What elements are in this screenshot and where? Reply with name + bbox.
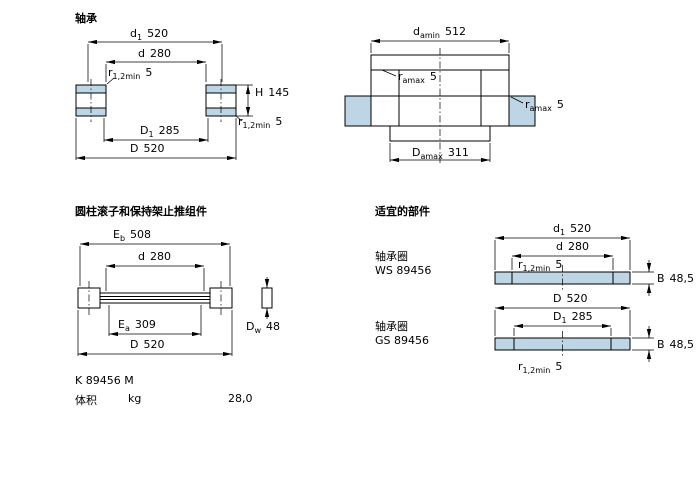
housing-shoulder-left [344,95,372,127]
r-top-leader-line [106,77,115,85]
roller-detail [261,287,273,309]
dim-D-lines [77,310,233,357]
dim-d1-lines [87,39,223,82]
dim-d1-lines [494,235,631,270]
dim-D-lines [75,118,237,161]
section-title-bearing: 轴承 [75,12,97,25]
r-bottom-leader-line [235,115,243,122]
assembly-designation: K 89456 M [75,374,134,387]
mass-unit: kg [128,392,142,405]
mass-label: 体积 [75,394,97,407]
dim-D1-lines [513,323,612,336]
dim-B-ws-lines [632,260,654,296]
ws-type-label: 轴承圈 [375,250,408,263]
dim-D1-lines [103,118,209,143]
dim-D-lines [494,305,631,336]
dim-d-lines [511,253,614,270]
dim-B-gs-lines [632,326,654,362]
dim-damin-lines [370,38,510,53]
bearing-left-half [75,79,107,122]
dim-Ea-lines [108,305,202,337]
dim-Damax-lines [389,143,491,163]
ra-right-leader-line [510,96,524,104]
gs-type-label: 轴承圈 [375,320,408,333]
dim-d-lines [105,59,207,82]
dim-d-lines [105,263,205,291]
housing-shoulder-right [508,95,536,127]
mass-value: 28,0 [228,392,253,405]
ws-designation: WS 89456 [375,264,432,277]
section-title-assembly: 圆柱滚子和保持架止推组件 [75,205,207,218]
ra-left-leader-line [381,69,397,77]
bearing-right-half [205,79,237,122]
cage-bar [99,292,211,304]
dim-Eb-lines [79,241,231,286]
section-title-components: 适宜的部件 [375,205,430,218]
gs-designation: GS 89456 [375,334,429,347]
dim-H-lines [236,84,253,117]
